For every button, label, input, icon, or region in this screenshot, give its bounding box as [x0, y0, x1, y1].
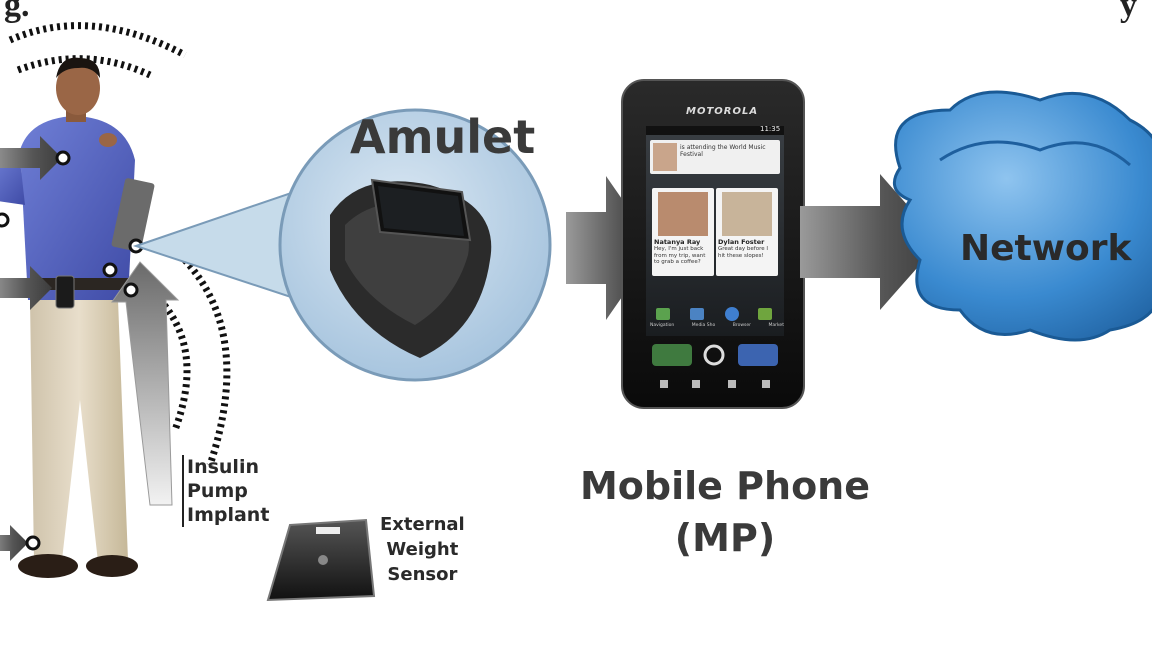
dock-label-navigation: Navigation [650, 323, 675, 328]
insulin-label-line2: Pump [187, 480, 248, 502]
phone-status-time: 11:35 [760, 125, 781, 133]
dock-label-media: Media Sho [691, 323, 716, 328]
phone-contact2-name: Dylan Foster [718, 238, 765, 246]
mobile-phone-label-line2: (MP) [674, 516, 776, 560]
network-cloud [892, 90, 1152, 342]
wireless-signal-arcs-top [8, 22, 187, 79]
phone-brand: MOTOROLA [686, 106, 759, 117]
wireless-signal-arcs-side [157, 252, 231, 467]
dock-label-market: Market [768, 323, 784, 328]
phone-contact2-text: Great day before I hit these slopes! [718, 246, 768, 259]
mobile-phone-label-line1: Mobile Phone [579, 464, 870, 508]
mobile-phone-label: Mobile Phone (MP) [570, 460, 880, 564]
amulet-label: Amulet [350, 110, 536, 164]
person-figure [0, 57, 155, 578]
amulet-to-phone-arrow [566, 176, 656, 320]
amulet-wristband-image [330, 178, 492, 358]
weight-sensor-label: External Weight Sensor [380, 512, 465, 587]
insulin-pump-label: Insulin Pump Implant [182, 455, 269, 527]
weight-label-line2: Weight [386, 539, 459, 560]
insulin-label-line1: Insulin [187, 456, 259, 478]
insulin-label-line3: Implant [187, 504, 270, 526]
phone-dock-labels: Navigation Media Sho Browser Market [650, 323, 784, 328]
network-label: Network [960, 228, 1132, 269]
svg-text:g.: g. [4, 0, 30, 24]
svg-text:y: y [1120, 0, 1137, 24]
phone-feed-text: is attending the World Music Festival [680, 144, 766, 158]
weight-scale-image [266, 518, 376, 602]
sensor-arrows-left [0, 136, 62, 561]
weight-label-line1: External [380, 514, 465, 535]
insulin-pump-arrow [111, 261, 180, 506]
phone-contact1-name: Natanya Ray [654, 238, 701, 246]
phone-contact1-text: Hey, I'm just back from my trip, want to… [654, 246, 706, 265]
weight-label-line3: Sensor [387, 564, 458, 585]
mobile-phone-image [621, 79, 805, 409]
caption-fragment: g. y [4, 0, 1137, 24]
dock-label-browser: Browser [732, 323, 751, 328]
